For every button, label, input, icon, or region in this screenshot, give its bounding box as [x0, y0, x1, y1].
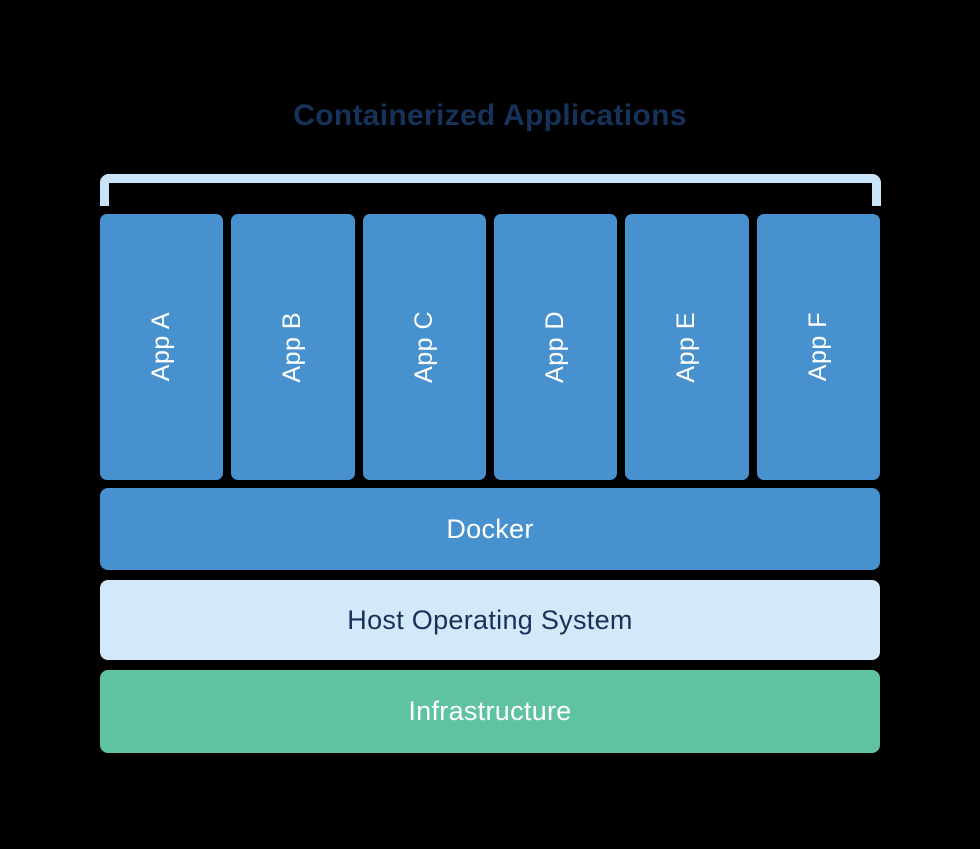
app-e-label: App E — [672, 311, 701, 383]
layer-infrastructure: Infrastructure — [100, 670, 880, 753]
apps-row: App A App B App C App D App E App F — [100, 214, 880, 480]
app-box-b: App B — [231, 214, 355, 480]
layer-docker: Docker — [100, 488, 880, 570]
app-c-label: App C — [409, 311, 438, 383]
app-b-label: App B — [278, 311, 307, 383]
layer-host-operating-system: Host Operating System — [100, 580, 880, 660]
app-d-label: App D — [541, 311, 570, 383]
app-box-e: App E — [625, 214, 749, 480]
app-f-label: App F — [803, 312, 832, 382]
app-box-c: App C — [362, 214, 486, 480]
app-box-d: App D — [493, 214, 618, 480]
app-box-a: App A — [100, 214, 224, 480]
diagram-title: Containerized Applications — [293, 99, 687, 132]
app-a-label: App A — [147, 312, 176, 382]
app-box-f: App F — [756, 214, 880, 480]
apps-group-bracket — [100, 174, 881, 206]
